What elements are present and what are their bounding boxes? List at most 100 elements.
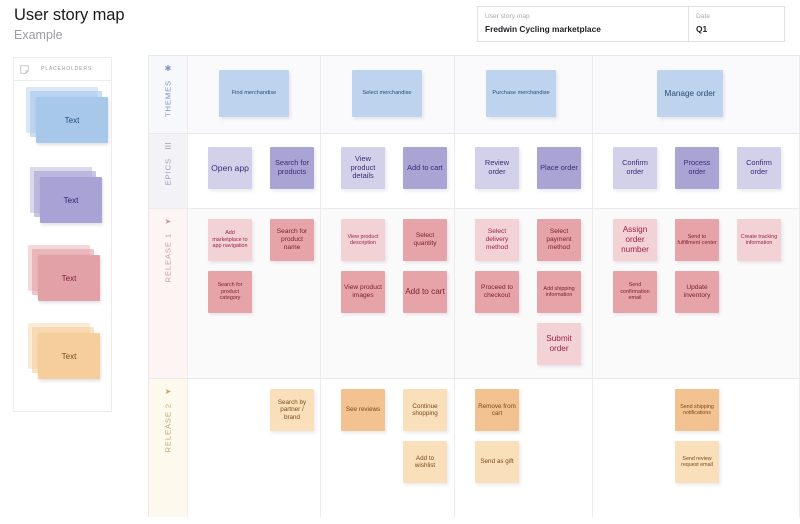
row-label-themes[interactable]: ✱ THEMES: [149, 56, 188, 133]
row-columns: Find merchandise Select merchandise Purc…: [188, 56, 800, 133]
story-card[interactable]: Add marketplace to app navigation: [208, 219, 252, 261]
meta-cell-date[interactable]: Date Q1: [689, 7, 784, 41]
board-column-3: Select delivery method Proceed to checko…: [455, 209, 593, 378]
story-card[interactable]: Select delivery method: [475, 219, 519, 261]
placeholder-label: Text: [64, 115, 80, 125]
meta-label-date: Date: [696, 13, 710, 20]
board-column-2: Select merchandise: [321, 56, 455, 133]
story-card[interactable]: Send shipping notifications: [675, 389, 719, 431]
board-column-2: View product details Add to cart: [321, 134, 455, 208]
stack-layer-front[interactable]: Text: [38, 333, 100, 379]
rocket-icon: ➤: [164, 387, 172, 396]
story-card[interactable]: Send as gift: [475, 441, 519, 483]
row-label-epics[interactable]: ☰ EPICS: [149, 134, 188, 208]
document-meta-table: User story map Fredwin Cycling marketpla…: [477, 6, 785, 42]
story-card[interactable]: Continue shopping: [403, 389, 447, 431]
theme-card[interactable]: Find merchandise: [219, 70, 289, 117]
board-column-1: Add marketplace to app navigation Search…: [188, 209, 321, 378]
story-card[interactable]: Send confirmation email: [613, 271, 657, 313]
story-card[interactable]: See reviews: [341, 389, 385, 431]
placeholder-stack-orange[interactable]: Text: [28, 323, 102, 381]
stack-layer-front[interactable]: Text: [36, 97, 108, 143]
placeholder-label: Text: [61, 273, 77, 283]
row-label-text: EPICS: [163, 158, 173, 186]
star-icon: ✱: [164, 64, 172, 73]
meta-cell-map-name[interactable]: User story map Fredwin Cycling marketpla…: [478, 7, 689, 41]
page-title: User story map: [14, 6, 125, 24]
rocket-icon: ➤: [164, 217, 172, 226]
row-label-text: THEMES: [163, 80, 173, 118]
epic-card[interactable]: Confirm order: [613, 147, 657, 189]
meta-value-map-name: Fredwin Cycling marketplace: [485, 24, 601, 34]
story-card[interactable]: Add to wishlist: [403, 441, 447, 483]
placeholder-stack-blue[interactable]: Text: [26, 87, 108, 145]
board-column-3: Review order Place order: [455, 134, 593, 208]
epic-card[interactable]: Open app: [208, 147, 252, 189]
board-row-themes: ✱ THEMES Find merchandise Select merchan…: [149, 56, 800, 134]
board-column-1: Open app Search for products: [188, 134, 321, 208]
placeholders-header: PLACEHOLDERS: [14, 58, 111, 81]
story-card[interactable]: Send review request email: [675, 441, 719, 483]
row-columns: Add marketplace to app navigation Search…: [188, 209, 800, 378]
epic-card[interactable]: View product details: [341, 147, 385, 189]
story-card[interactable]: Assign order number: [613, 219, 657, 261]
page-header: User story map Example: [14, 5, 125, 44]
placeholders-title: PLACEHOLDERS: [41, 66, 93, 72]
story-card[interactable]: View product images: [341, 271, 385, 313]
board-row-release1: ➤ RELEASE 1 Add marketplace to app navig…: [149, 209, 800, 379]
page-subtitle: Example: [14, 28, 63, 42]
epic-card[interactable]: Search for products: [270, 147, 314, 189]
board-row-epics: ☰ EPICS Open app Search for products Vie…: [149, 134, 800, 209]
board-column-2: View product description View product im…: [321, 209, 455, 378]
story-map-board: ✱ THEMES Find merchandise Select merchan…: [148, 55, 800, 517]
placeholders-body: Text Text Text Text: [14, 81, 111, 411]
board-column-4: Confirm order Process order Confirm orde…: [593, 134, 800, 208]
row-label-text: RELEASE 1: [163, 233, 173, 283]
story-card[interactable]: Send to fulfillment center: [675, 219, 719, 261]
story-card[interactable]: Search for product category: [208, 271, 252, 313]
story-card[interactable]: Search for product name: [270, 219, 314, 261]
theme-card[interactable]: Purchase merchandise: [486, 70, 556, 117]
board-column-3: Purchase merchandise: [455, 56, 593, 133]
theme-card[interactable]: Select merchandise: [352, 70, 422, 117]
board-column-4: Manage order: [593, 56, 800, 133]
story-card[interactable]: Update inventory: [675, 271, 719, 313]
placeholder-label: Text: [63, 195, 79, 205]
story-card[interactable]: View product description: [341, 219, 385, 261]
board-column-4: Send shipping notifications Send review …: [593, 379, 800, 517]
stack-layer-front[interactable]: Text: [40, 177, 102, 223]
story-card[interactable]: Add shipping information: [537, 271, 581, 313]
sticky-note-icon: [20, 64, 29, 74]
story-card[interactable]: Create tracking information: [737, 219, 781, 261]
story-card[interactable]: Add to cart: [403, 271, 447, 313]
board-column-1: Find merchandise: [188, 56, 321, 133]
story-card[interactable]: Remove from cart: [475, 389, 519, 431]
story-card[interactable]: Proceed to checkout: [475, 271, 519, 313]
story-card[interactable]: Search by partner / brand: [270, 389, 314, 431]
row-label-release1[interactable]: ➤ RELEASE 1: [149, 209, 188, 378]
stack-layer-front[interactable]: Text: [38, 255, 100, 301]
theme-card[interactable]: Manage order: [657, 70, 723, 117]
placeholder-label: Text: [61, 351, 77, 361]
placeholders-panel: PLACEHOLDERS Text Text Text: [13, 57, 112, 412]
row-columns: Open app Search for products View produc…: [188, 134, 800, 208]
epic-card[interactable]: Process order: [675, 147, 719, 189]
epic-card[interactable]: Add to cart: [403, 147, 447, 189]
epic-card[interactable]: Place order: [537, 147, 581, 189]
placeholder-stack-purple[interactable]: Text: [30, 167, 104, 225]
meta-label-map-name: User story map: [485, 13, 530, 20]
epic-card[interactable]: Review order: [475, 147, 519, 189]
board-row-release2: ➤ RELEASE 2 Search by partner / brand Se…: [149, 379, 800, 517]
board-column-2: See reviews Continue shopping Add to wis…: [321, 379, 455, 517]
story-card[interactable]: Select payment method: [537, 219, 581, 261]
board-column-4: Assign order number Send confirmation em…: [593, 209, 800, 378]
placeholder-stack-pink[interactable]: Text: [28, 245, 102, 303]
story-card[interactable]: Select quantity: [403, 219, 447, 261]
row-label-text: RELEASE 2: [163, 403, 173, 453]
board-column-1: Search by partner / brand: [188, 379, 321, 517]
board-column-3: Remove from cart Send as gift: [455, 379, 593, 517]
story-card[interactable]: Submit order: [537, 323, 581, 365]
stack-icon: ☰: [164, 142, 172, 151]
epic-card[interactable]: Confirm order: [737, 147, 781, 189]
row-label-release2[interactable]: ➤ RELEASE 2: [149, 379, 188, 517]
